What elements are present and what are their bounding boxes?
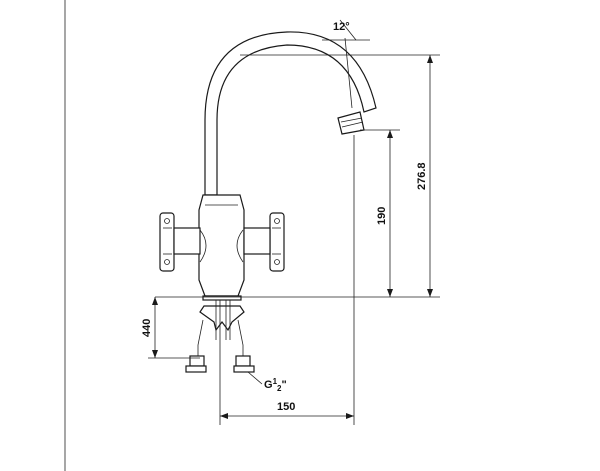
mounting-base bbox=[199, 295, 245, 340]
supply-tails bbox=[185, 319, 255, 373]
faucet-body bbox=[198, 194, 245, 297]
thread-mark: " bbox=[281, 379, 286, 391]
spout bbox=[204, 31, 377, 196]
thread-main: G bbox=[264, 379, 273, 391]
tail-length-label: 440 bbox=[141, 319, 153, 337]
spout-height-label: 190 bbox=[376, 207, 388, 225]
reach-dimension: 150 bbox=[219, 135, 355, 425]
angle-label: 12° bbox=[333, 21, 350, 33]
svg-text:G12": G12" bbox=[264, 377, 287, 393]
tail-length-dimension: 440 bbox=[141, 297, 200, 359]
thread-sub: 2 bbox=[277, 384, 282, 393]
total-height-dimension: 276.8 bbox=[155, 54, 440, 298]
left-handle bbox=[159, 212, 201, 272]
total-height-label: 276.8 bbox=[416, 162, 428, 190]
thread-callout: G12" bbox=[247, 371, 287, 393]
right-handle bbox=[243, 212, 285, 272]
angle-dimension: 12° bbox=[322, 19, 370, 109]
thread-sup: 1 bbox=[273, 377, 278, 386]
spout-height-dimension: 190 bbox=[360, 129, 400, 297]
reach-label: 150 bbox=[277, 401, 295, 413]
